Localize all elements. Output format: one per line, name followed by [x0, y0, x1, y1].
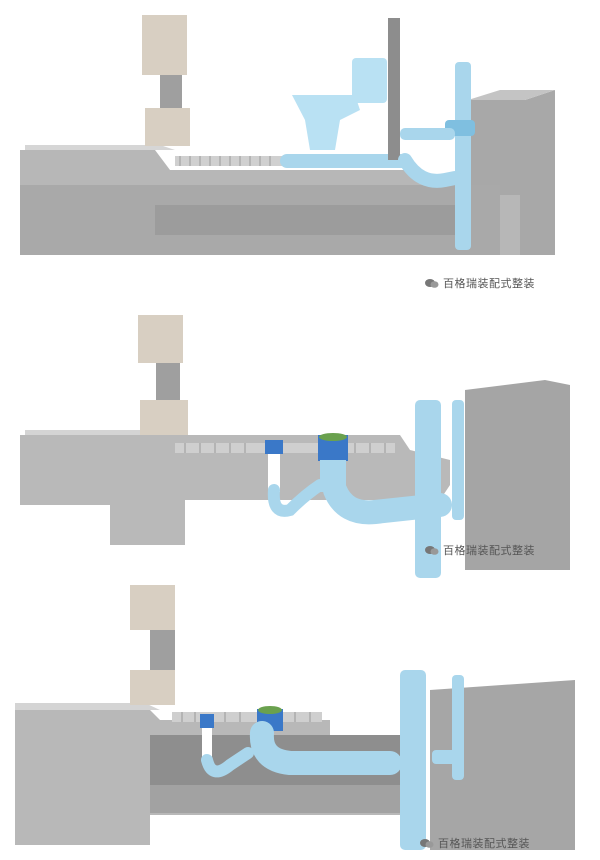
vertical-pipe: [455, 62, 471, 250]
floor-drain-small: [265, 440, 283, 454]
trap-pipe: [201, 747, 254, 778]
watermark: 百格瑞装配式整装: [425, 542, 535, 558]
back-wall: [465, 380, 570, 570]
wechat-icon: [420, 838, 434, 849]
panel-2-drawing: [20, 315, 570, 578]
vertical-pipe: [400, 670, 426, 850]
panel-1-drawing: [20, 15, 555, 255]
watermark-text: 百格瑞装配式整装: [438, 837, 530, 850]
partition-wall: [388, 18, 400, 160]
panel-3-drawing: [15, 585, 575, 850]
vertical-pipe: [415, 400, 441, 578]
toilet: [292, 95, 360, 150]
column-upper: [138, 315, 183, 363]
watermark-text: 百格瑞装配式整装: [443, 277, 535, 290]
illustration-panel-2: 百格瑞装配式整装: [0, 300, 600, 580]
wechat-icon: [425, 278, 439, 289]
drain-channel: [175, 443, 395, 453]
column-upper: [130, 585, 175, 630]
main-drain-pipe: [323, 478, 452, 525]
trap-pipe: [267, 479, 326, 517]
main-drain-pipe: [249, 721, 402, 775]
back-wall: [430, 680, 575, 850]
illustration-panel-1: 百格瑞装配式整装: [0, 0, 600, 290]
drain-channel: [172, 712, 322, 722]
illustration-panel-3: 百格瑞装配式整装: [0, 585, 600, 860]
floor-pipe: [280, 154, 410, 168]
watermark: 百格瑞装配式整装: [425, 275, 535, 291]
watermark: 百格瑞装配式整装: [420, 835, 530, 851]
watermark-text: 百格瑞装配式整装: [443, 544, 535, 557]
floor-drain-small: [200, 714, 214, 728]
wechat-icon: [425, 545, 439, 556]
column-upper: [142, 15, 187, 75]
